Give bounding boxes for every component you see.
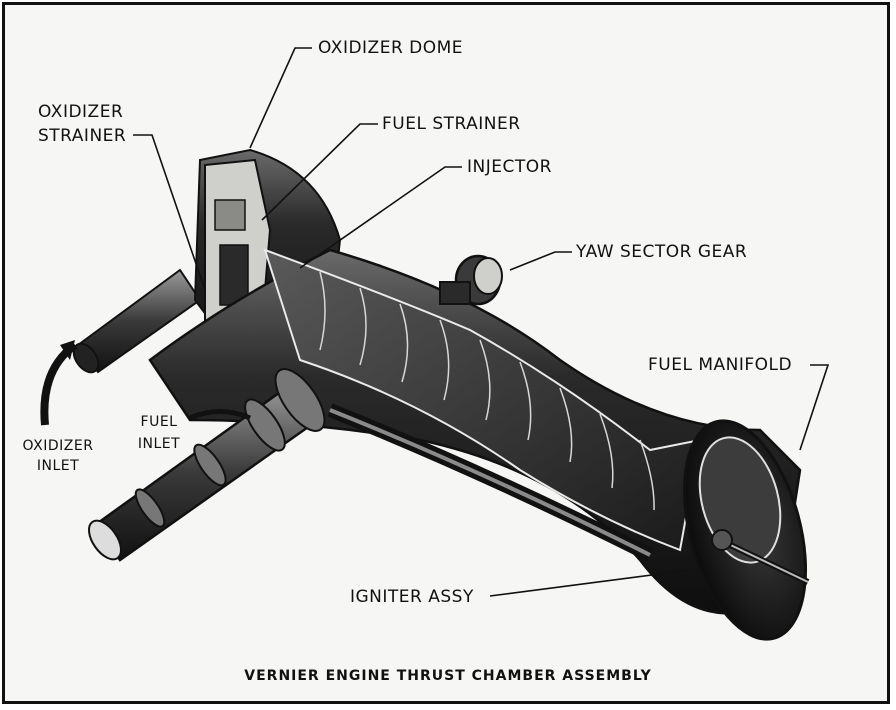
label-igniter-assy: IGNITER ASSY bbox=[350, 587, 474, 607]
label-oxidizer-inlet-line2: INLET bbox=[36, 458, 80, 474]
leader-injector bbox=[299, 166, 462, 269]
label-fuel-manifold: FUEL MANIFOLD bbox=[648, 355, 793, 375]
leader-fuel-manifold bbox=[799, 364, 830, 451]
leader-oxidizer-strainer bbox=[133, 134, 206, 291]
label-oxidizer-strainer-line2: STRAINER bbox=[38, 126, 127, 146]
label-fuel-inlet-line2: INLET bbox=[137, 436, 181, 452]
igniter-wire bbox=[711, 529, 810, 585]
label-injector: INJECTOR bbox=[467, 157, 552, 177]
leader-lines bbox=[133, 47, 830, 597]
leader-yaw-sector-gear bbox=[509, 251, 572, 271]
leader-igniter-assy bbox=[489, 569, 691, 597]
label-yaw-sector-gear: YAW SECTOR GEAR bbox=[576, 242, 748, 262]
leader-oxidizer-dome bbox=[249, 47, 312, 149]
fuel-manifold-bell bbox=[682, 419, 808, 641]
fuel-inlet-shaft bbox=[88, 368, 326, 562]
fuel-inlet-arrow bbox=[189, 409, 251, 421]
label-oxidizer-inlet-line1: OXIDIZER bbox=[22, 438, 94, 454]
label-fuel-inlet-line1: FUEL bbox=[140, 414, 178, 430]
label-fuel-strainer: FUEL STRAINER bbox=[382, 114, 521, 134]
yaw-sector-gear bbox=[439, 254, 503, 306]
label-oxidizer-dome: OXIDIZER DOME bbox=[318, 38, 464, 58]
label-oxidizer-strainer-line1: OXIDIZER bbox=[38, 102, 124, 122]
leader-fuel-strainer bbox=[261, 123, 378, 221]
figure-caption: VERNIER ENGINE THRUST CHAMBER ASSEMBLY bbox=[244, 668, 652, 684]
